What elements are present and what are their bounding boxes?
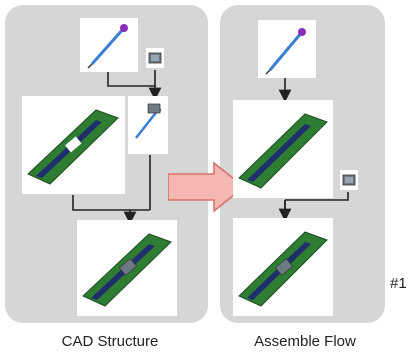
figure-marker: #1 — [390, 275, 407, 292]
flow-arrow-icon — [168, 162, 246, 212]
assembled-board-icon — [233, 218, 333, 316]
cad-structure-caption: CAD Structure — [61, 333, 159, 350]
chip-icon — [146, 48, 164, 68]
assemble-flow-caption: Assemble Flow — [254, 333, 356, 350]
assembled-board-icon — [77, 220, 177, 316]
connector-line — [72, 195, 137, 225]
stylus-icon — [80, 18, 138, 72]
circuit-board-icon — [233, 100, 333, 198]
connector-line — [107, 72, 162, 101]
connector-line — [285, 192, 349, 201]
chip-icon — [340, 170, 358, 190]
circuit-board-icon — [22, 96, 125, 194]
stylus-chip-icon — [128, 96, 168, 154]
stylus-icon — [258, 20, 316, 78]
